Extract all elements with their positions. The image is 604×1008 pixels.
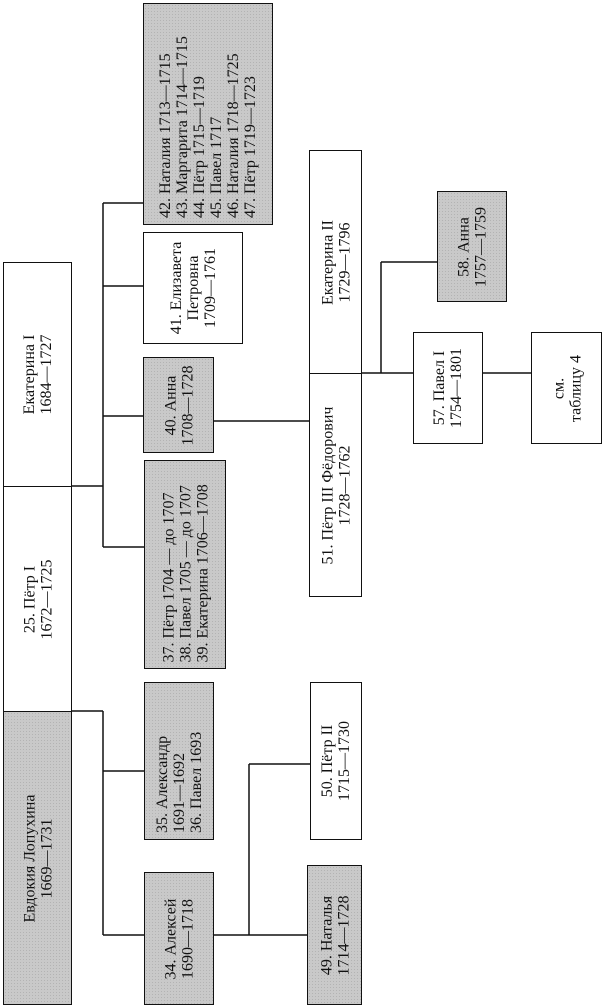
person-name: 25. Пётр I bbox=[20, 565, 38, 633]
person-dates: 1715—1730 bbox=[336, 721, 353, 801]
person-name: 51. Пётр III Фёдорович bbox=[318, 406, 336, 564]
person-dates: 1684—1727 bbox=[37, 334, 55, 415]
person-dates: 1714—1728 bbox=[334, 895, 352, 975]
person-dates: 1672—1725 bbox=[37, 559, 55, 639]
person-name: Петровна bbox=[184, 255, 202, 321]
person-name: Екатерина II bbox=[318, 219, 336, 305]
person-dates: 1709—1761 bbox=[201, 248, 219, 328]
person-dates: 1754—1801 bbox=[448, 348, 465, 428]
person-entry: 47. Пётр 1719—1723 bbox=[242, 76, 259, 218]
person-name: 34. Алексей bbox=[162, 898, 179, 979]
reference-text: см. bbox=[549, 377, 567, 399]
person-dates: 1708—1728 bbox=[178, 365, 196, 445]
person-name: 58. Анна bbox=[455, 216, 472, 277]
person-dates: 1690—1718 bbox=[179, 898, 196, 979]
person-entry: 36. Павел 1693 bbox=[187, 731, 205, 833]
person-name: 50. Пётр II bbox=[319, 724, 336, 798]
person-entry: 45. Павел 1717 bbox=[208, 116, 225, 218]
person-name: Екатерина I bbox=[20, 334, 38, 415]
person-box-children-37-39: 37. Пётр 1704 — до 1707 38. Павел 1705 —… bbox=[144, 460, 226, 669]
person-dates: 1728—1762 bbox=[335, 445, 353, 525]
person-entry: 42. Наталия 1713—1715 bbox=[157, 53, 174, 218]
person-name: Евдокия Лопухина bbox=[20, 794, 38, 923]
person-dates: 1757—1759 bbox=[472, 206, 489, 287]
see-table-reference-box: см.таблицу 4 bbox=[531, 332, 602, 444]
person-entry: 44. Пётр 1715—1719 bbox=[191, 76, 208, 218]
person-box-children-35-36: 35. Александр 1691—1692 36. Павел 1693 bbox=[144, 682, 214, 840]
person-entry: 39. Екатерина 1706—1708 bbox=[193, 483, 211, 662]
person-box-children-42-47: 42. Наталия 1713—1715 43. Маргарита 1714… bbox=[143, 3, 273, 225]
person-entry: 46. Наталия 1718—1725 bbox=[225, 53, 242, 218]
person-entry: 35. Александр bbox=[153, 735, 171, 833]
reference-text: таблицу 4 bbox=[566, 354, 584, 422]
person-name: 41. Елизавета bbox=[167, 241, 185, 335]
person-dates: 1729—1796 bbox=[335, 222, 353, 302]
person-entry: 37. Пётр 1704 — до 1707 bbox=[159, 492, 177, 662]
person-name: 40. Анна bbox=[161, 375, 179, 435]
person-name: 49. Наталья bbox=[317, 895, 335, 975]
person-entry: 43. Маргарита 1714—1715 bbox=[174, 36, 191, 218]
person-name: 57. Павел I bbox=[431, 350, 448, 426]
person-dates: 1669—1731 bbox=[37, 818, 55, 898]
person-entry: 1691—1692 bbox=[170, 753, 188, 833]
person-entry: 38. Павел 1705 — до 1707 bbox=[176, 484, 194, 662]
